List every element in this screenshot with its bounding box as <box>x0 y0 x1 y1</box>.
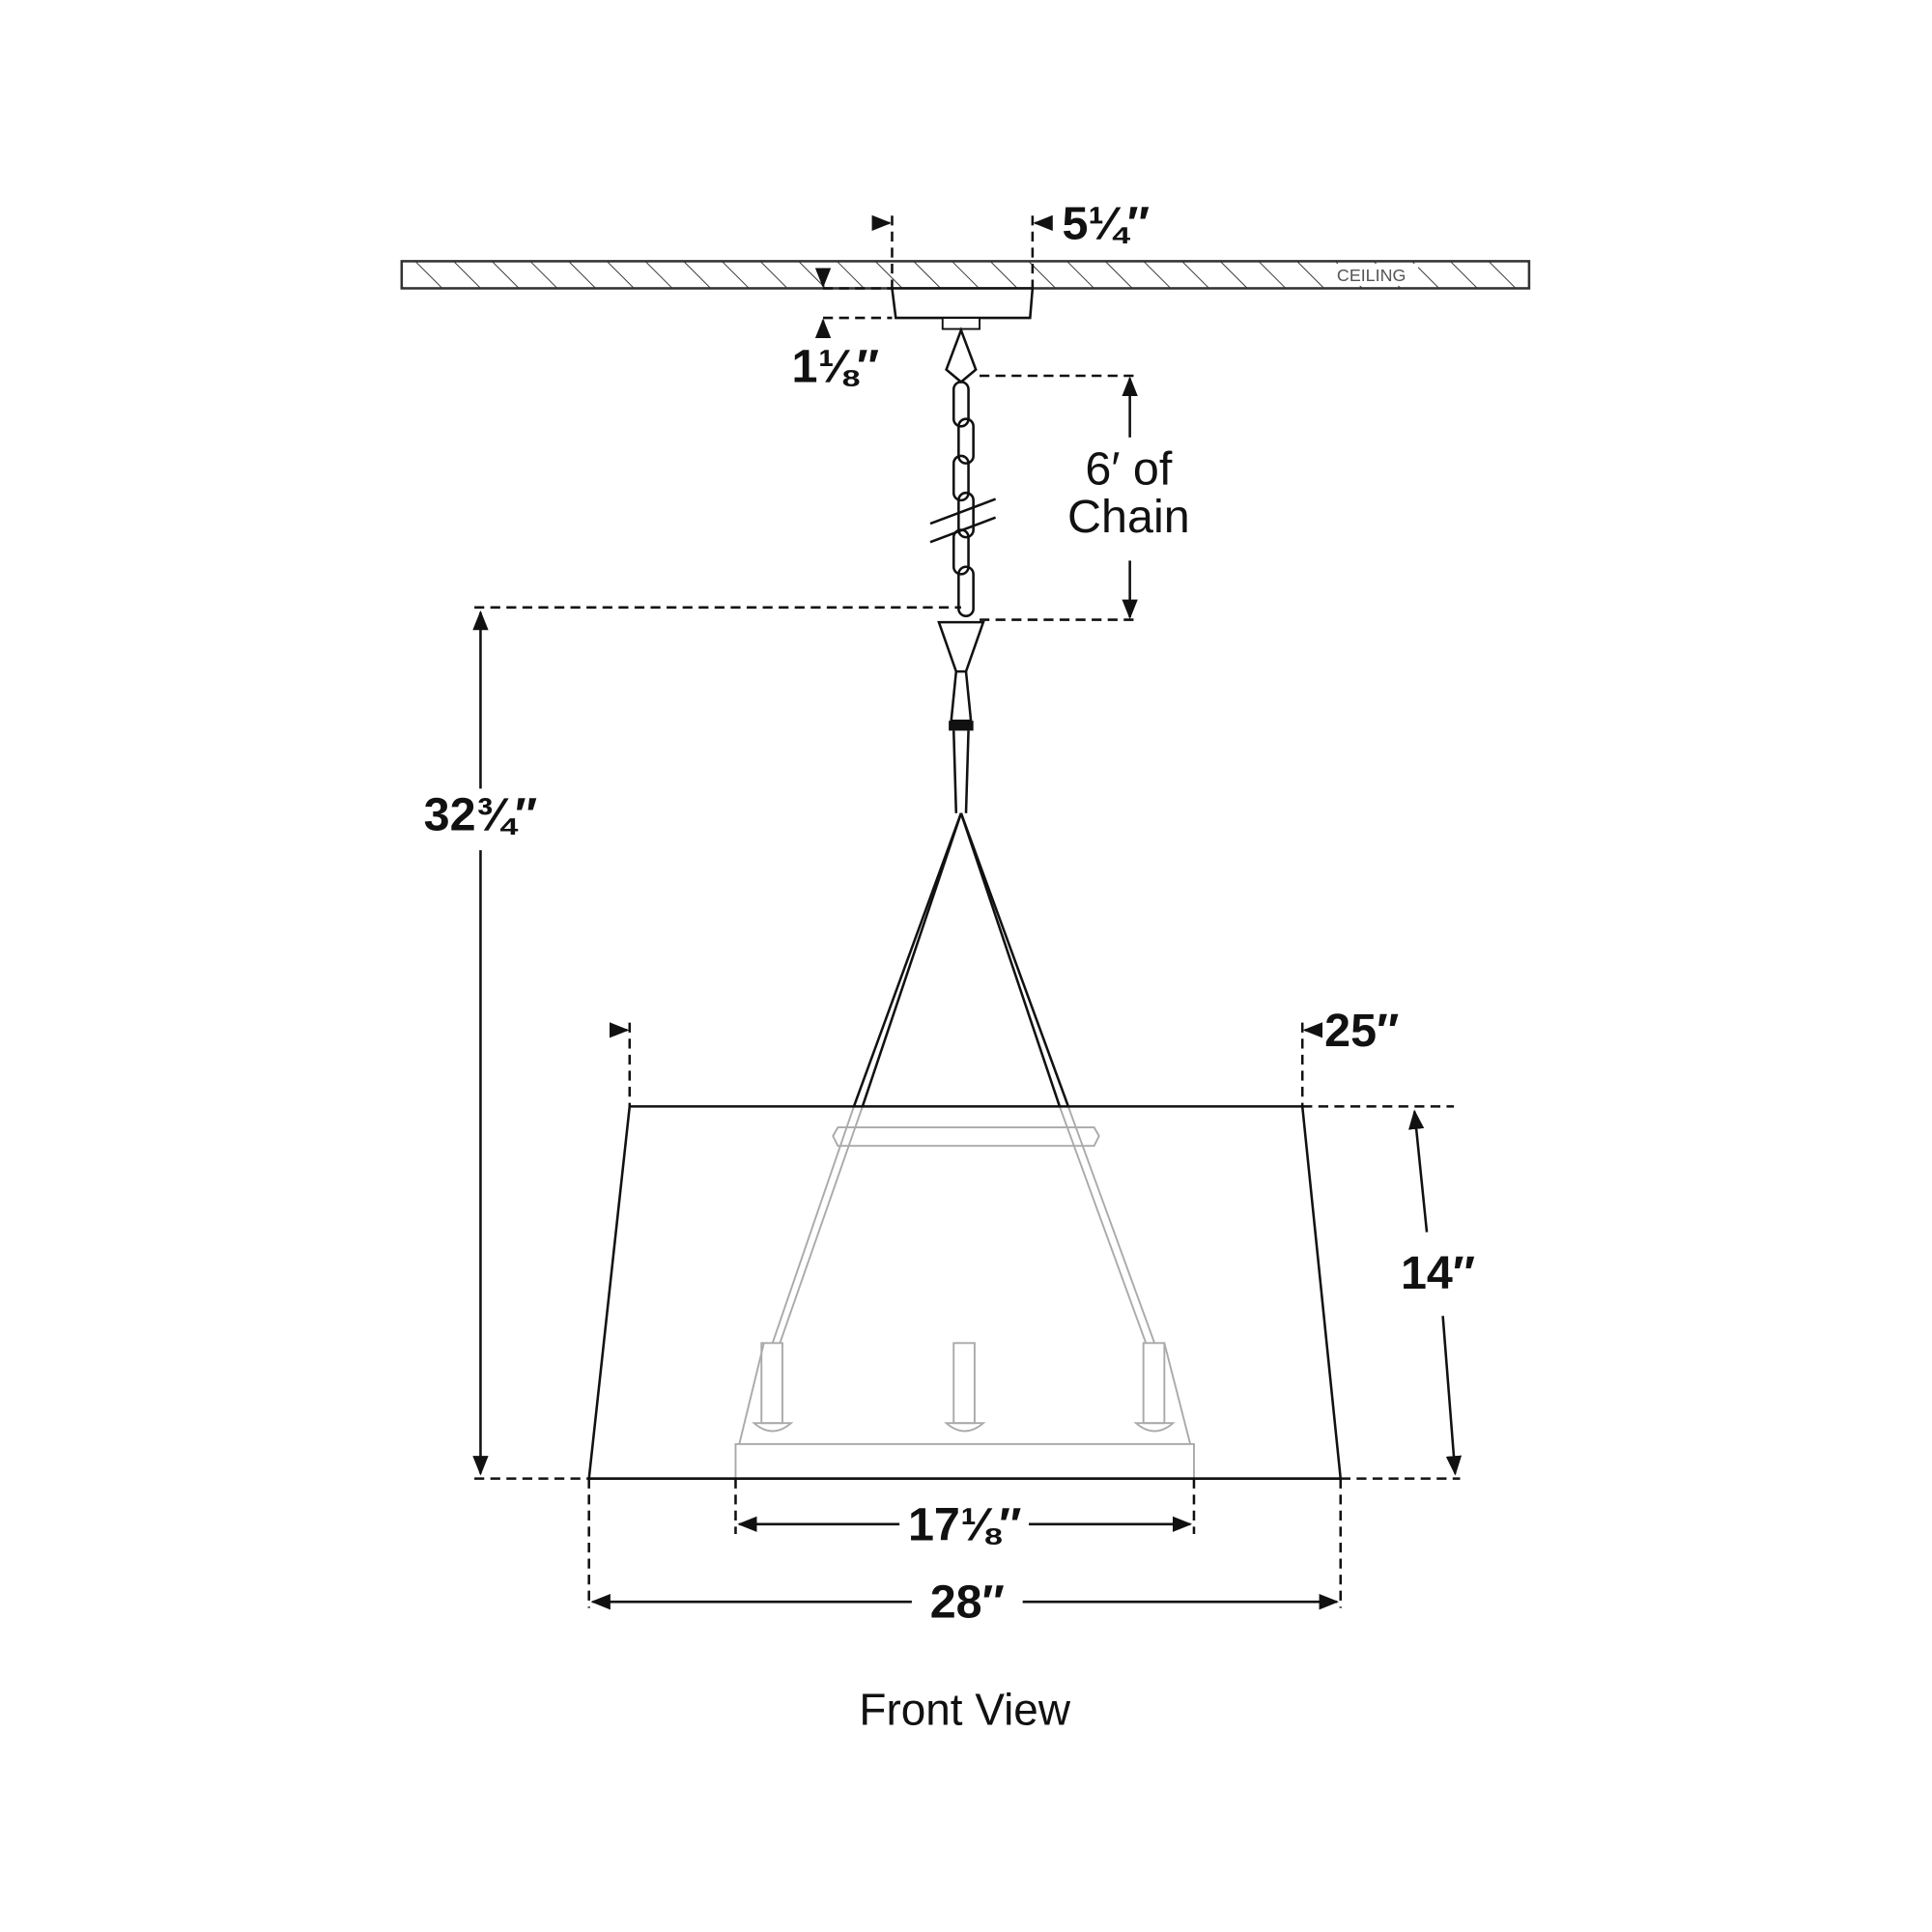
canopy <box>891 287 1035 320</box>
canopy-height-dimension: 1⅛″ <box>792 268 893 392</box>
ceiling: CEILING <box>400 260 1531 290</box>
shade-height-dimension: 14″ <box>1302 1105 1475 1480</box>
overall-height-label: 32¾″ <box>424 789 538 841</box>
stem <box>937 620 985 813</box>
candles <box>734 1342 1195 1480</box>
shade-bottom-width-label: 28″ <box>930 1577 1005 1629</box>
chain <box>929 327 997 618</box>
canopy-width-dimension: 5¼″ <box>871 197 1150 289</box>
shade-top-width-dimension: 25″ <box>609 1005 1399 1107</box>
shade-height-label: 14″ <box>1401 1247 1475 1299</box>
canopy-width-label: 5¼″ <box>1062 197 1150 249</box>
chain-label-line2: Chain <box>1067 491 1190 543</box>
overall-height-dimension: 32¾″ <box>424 606 961 1480</box>
ceiling-label: CEILING <box>1337 266 1406 285</box>
base-width-label: 17⅛″ <box>908 1498 1022 1550</box>
chain-length-dimension: 6′ of Chain <box>980 374 1190 621</box>
shade-top-width-label: 25″ <box>1324 1005 1399 1057</box>
chain-label-line1: 6′ of <box>1085 442 1172 495</box>
view-caption: Front View <box>859 1685 1070 1735</box>
canopy-height-label: 1⅛″ <box>792 340 880 392</box>
shade-bottom-width-dimension: 28″ <box>587 1478 1343 1629</box>
arms <box>771 812 1156 1344</box>
base-width-dimension: 17⅛″ <box>734 1478 1196 1550</box>
